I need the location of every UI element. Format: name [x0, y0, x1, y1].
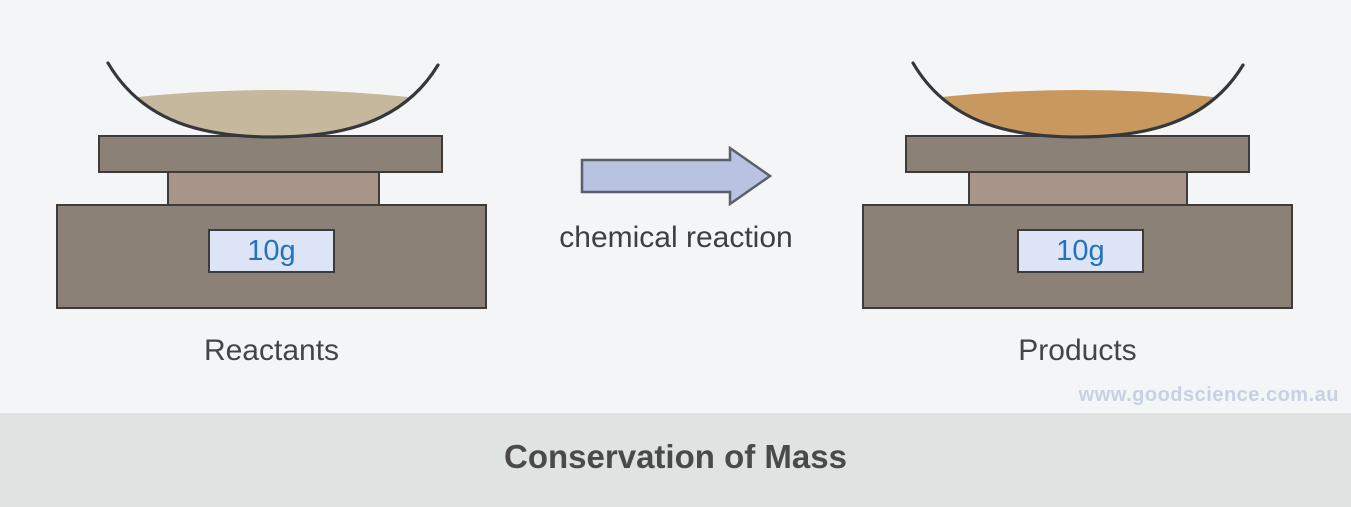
reactants-mass-value: 10g	[247, 234, 296, 267]
reaction-arrow-shape	[580, 145, 773, 207]
reactants-scale-display: 10g	[208, 229, 335, 273]
reactants-scale-pedestal	[167, 170, 380, 207]
reactants-label: Reactants	[203, 334, 340, 367]
products-mass-value: 10g	[1056, 234, 1105, 267]
products-substance	[933, 90, 1223, 137]
title-banner: Conservation of Mass	[0, 413, 1351, 507]
reaction-arrow-caption: chemical reaction	[559, 221, 793, 254]
reaction-arrow-icon	[580, 145, 773, 207]
reactants-bowl-icon	[106, 61, 440, 139]
diagram-title: Conservation of Mass	[504, 438, 847, 475]
products-bowl-icon	[911, 61, 1245, 139]
products-pan-curve	[911, 61, 1245, 139]
watermark-url: www.goodscience.com.au	[1078, 384, 1339, 406]
products-scale-display: 10g	[1017, 229, 1144, 273]
reactants-substance	[128, 90, 418, 137]
products-scale-pedestal	[968, 170, 1188, 207]
products-scale-plate	[905, 135, 1250, 173]
products-label: Products	[1018, 334, 1137, 367]
reactants-pan-curve	[106, 61, 440, 139]
